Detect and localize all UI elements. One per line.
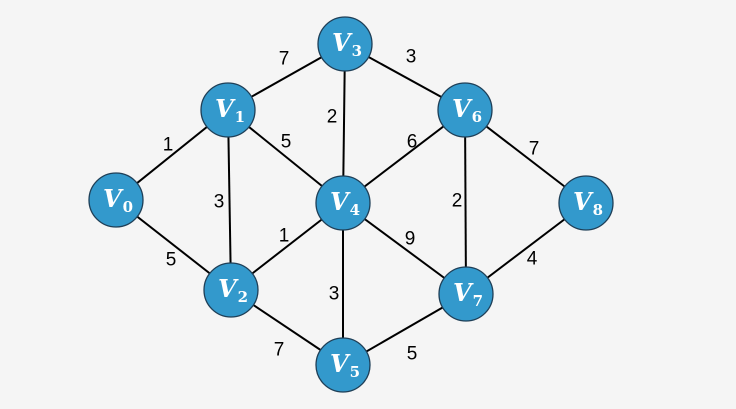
node-v8: V8 xyxy=(558,175,614,231)
node-circle xyxy=(315,337,371,393)
node-circle xyxy=(200,82,256,138)
edge-weight-label: 1 xyxy=(163,135,174,156)
node-label: V1 xyxy=(215,94,245,126)
edge-weight-label: 7 xyxy=(274,340,285,361)
edge-weight-label: 7 xyxy=(279,49,290,70)
edge-weight-labels-group: 1 5 7 3 5 2 3 1 7 6 3 9 2 7 5 4 xyxy=(163,47,540,365)
node-v3: V3 xyxy=(317,16,373,72)
node-circle xyxy=(317,16,373,72)
edge-weight-label: 9 xyxy=(405,229,416,250)
edge-weight-label: 7 xyxy=(529,139,540,160)
node-circle xyxy=(437,82,493,138)
node-label: V7 xyxy=(453,278,483,310)
edge-weight-label: 3 xyxy=(406,47,417,68)
node-v5: V5 xyxy=(315,337,371,393)
edge-weight-label: 2 xyxy=(327,107,338,128)
node-circle xyxy=(315,175,371,231)
node-v1: V1 xyxy=(200,82,256,138)
edge-v6-v7 xyxy=(464,109,467,295)
edge-v1-v2 xyxy=(227,109,232,291)
node-v7: V7 xyxy=(438,266,494,322)
edge-weight-label: 4 xyxy=(527,249,538,270)
node-v2: V2 xyxy=(203,262,259,318)
node-v6: V6 xyxy=(437,82,493,138)
node-circle xyxy=(438,266,494,322)
node-label: V5 xyxy=(330,349,360,381)
edge-weight-label: 5 xyxy=(166,250,177,271)
node-label: V8 xyxy=(573,187,603,219)
edge-weight-label: 5 xyxy=(407,344,418,365)
node-label: V6 xyxy=(452,94,482,126)
node-label: V3 xyxy=(332,28,362,60)
edge-weight-label: 5 xyxy=(281,132,292,153)
node-v0: V0 xyxy=(88,172,144,228)
node-circle xyxy=(203,262,259,318)
edge-weight-label: 6 xyxy=(407,132,418,153)
edge-weight-label: 2 xyxy=(452,191,463,212)
node-circle xyxy=(88,172,144,228)
node-label: V4 xyxy=(330,187,360,219)
node-v4: V4 xyxy=(315,175,371,231)
node-label: V2 xyxy=(218,274,248,306)
edge-weight-label: 3 xyxy=(214,192,225,213)
node-label: V0 xyxy=(103,184,133,216)
edge-weight-label: 1 xyxy=(279,226,290,247)
edge-weight-label: 3 xyxy=(329,284,340,305)
node-circle xyxy=(558,175,614,231)
